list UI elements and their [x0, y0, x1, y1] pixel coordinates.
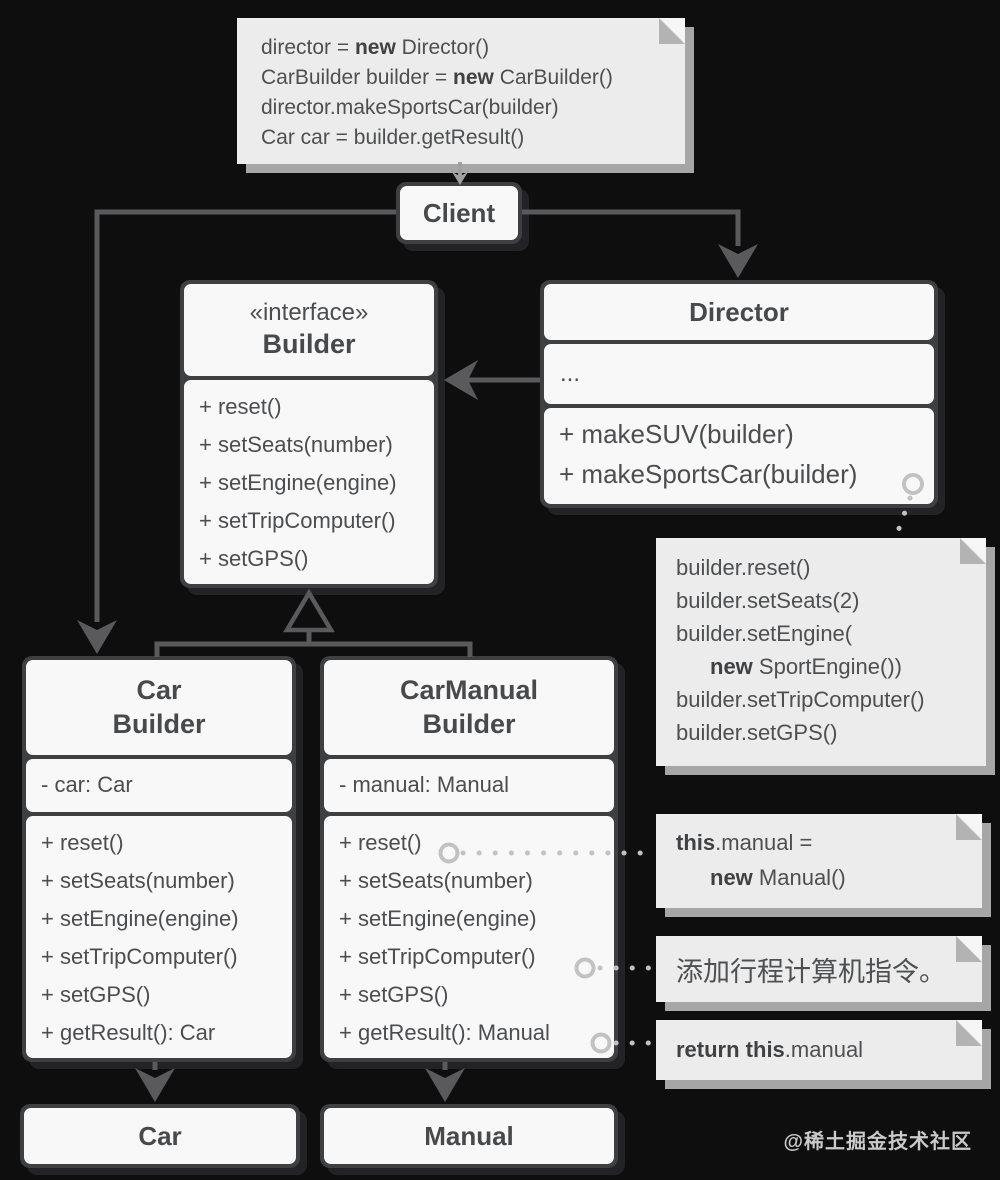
watermark: @稀土掘金技术社区	[783, 1131, 972, 1153]
method-item: + setTripComputer()	[339, 944, 536, 969]
code-line: builder.setTripComputer()	[676, 687, 925, 712]
client-to-director-line	[522, 209, 741, 246]
code-line: builder.setGPS()	[676, 720, 838, 745]
page-fold-icon	[960, 538, 986, 564]
code-line: builder.setSeats(2)	[676, 588, 860, 613]
page-fold-icon	[956, 936, 982, 962]
code-line: builder.setEngine(	[676, 621, 853, 646]
method-item: + setGPS()	[41, 982, 151, 1007]
code-line: return this.manual	[676, 1037, 864, 1062]
note-director-code: builder.reset() builder.setSeats(2) buil…	[656, 538, 986, 766]
method-item: + makeSportsCar(builder)	[559, 459, 858, 489]
arrowhead-down-icon	[425, 1068, 465, 1102]
method-item: + setSeats(number)	[339, 868, 533, 893]
page-fold-icon	[956, 814, 982, 840]
code-line: new SportEngine())	[710, 654, 902, 679]
method-item: + setEngine(engine)	[41, 906, 239, 931]
class-director-name: Director	[689, 296, 789, 327]
code-line: CarBuilder builder = new CarBuilder()	[261, 66, 613, 89]
method-item: + setGPS()	[339, 982, 449, 1007]
class-car-manual-builder: CarManual Builder - manual: Manual + res…	[320, 656, 618, 1062]
class-name-line: Car	[136, 675, 182, 706]
method-item: + reset()	[199, 394, 282, 419]
method-item: + setEngine(engine)	[199, 470, 397, 495]
method-item: + setGPS()	[199, 546, 309, 571]
realization-fork-line	[154, 632, 473, 657]
class-manual: Manual	[320, 1104, 618, 1168]
code-line: director.makeSportsCar(builder)	[261, 96, 559, 119]
method-item: + setSeats(number)	[199, 432, 393, 457]
method-item: + setSeats(number)	[41, 868, 235, 893]
class-builder-interface: «interface» Builder + reset() + setSeats…	[180, 280, 438, 588]
arrowhead-down-icon	[718, 244, 758, 278]
method-item: + setTripComputer()	[41, 944, 238, 969]
page-fold-icon	[659, 18, 685, 44]
method-item: + reset()	[339, 830, 422, 855]
arrowhead-down-icon	[135, 1068, 175, 1102]
hollow-triangle-icon	[283, 588, 335, 633]
class-car-name: Car	[138, 1120, 182, 1151]
note-manual-init: this.manual = new Manual()	[656, 814, 982, 908]
note-client-code: director = new Director() CarBuilder bui…	[237, 18, 685, 164]
method-item: + setEngine(engine)	[339, 906, 537, 931]
class-car: Car	[20, 1104, 300, 1168]
class-car-builder: Car Builder - car: Car + reset() + setSe…	[22, 656, 296, 1062]
stereotype-label: «interface»	[249, 299, 369, 326]
field-item: - car: Car	[41, 772, 133, 798]
note-return-manual: return this.manual	[656, 1020, 982, 1080]
class-client-name: Client	[422, 197, 496, 228]
code-line: Car car = builder.getResult()	[261, 126, 525, 149]
code-line: this.manual =	[676, 830, 813, 855]
method-item: + getResult(): Manual	[339, 1020, 550, 1045]
note-text: 添加行程计算机指令。	[676, 956, 946, 987]
class-client: Client	[396, 182, 522, 244]
code-line: director = new Director()	[261, 36, 490, 59]
method-item: + makeSUV(builder)	[559, 419, 794, 449]
code-line: builder.reset()	[676, 555, 811, 580]
code-line: new Manual()	[710, 865, 846, 890]
arrowhead-left-icon	[444, 360, 478, 400]
director-ellipsis: ...	[544, 344, 934, 404]
class-manual-name: Manual	[424, 1120, 514, 1151]
arrowhead-down-icon	[77, 620, 117, 654]
class-builder-name: Builder	[262, 329, 356, 359]
page-fold-icon	[956, 1020, 982, 1046]
field-item: - manual: Manual	[339, 772, 509, 798]
method-item: + getResult(): Car	[41, 1020, 216, 1045]
class-name-line: Builder	[112, 709, 206, 740]
method-item: + reset()	[41, 830, 124, 855]
class-name-line: Builder	[422, 709, 516, 740]
class-director: Director ... + makeSUV(builder) + makeSp…	[540, 280, 938, 508]
class-name-line: CarManual	[399, 675, 539, 706]
method-item: + setTripComputer()	[199, 508, 396, 533]
note-trip-computer: 添加行程计算机指令。	[656, 936, 982, 1002]
